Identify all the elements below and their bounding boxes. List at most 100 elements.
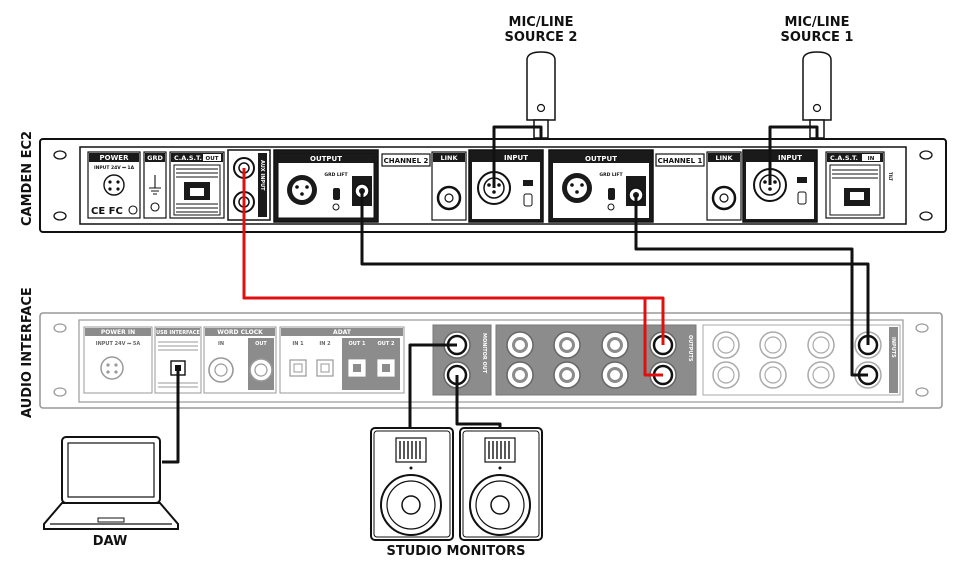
studio-monitor-right: [459, 427, 543, 541]
interface-adat-section: ADAT IN 1 IN 2 OUT 1 OUT 2: [279, 326, 405, 394]
adat-out2-label: OUT 2: [378, 341, 395, 347]
cable-source1-to-ch1-input: [768, 125, 819, 185]
source2-label-line2: SOURCE 2: [505, 30, 578, 45]
ec2-ch2-input-title: INPUT: [504, 154, 528, 162]
daw-label: DAW: [93, 534, 128, 549]
mic-line-source-2: MIC/LINE SOURCE 2: [505, 15, 578, 139]
ec2-cast-in-title: C.A.S.T.: [830, 154, 858, 162]
interface-outputs-section: OUTPUTS: [495, 324, 697, 396]
ec2-ch2-output-title: OUTPUT: [310, 155, 342, 163]
ec2-ground-section: GRD: [143, 151, 167, 219]
interface-rack-hole-icon: [915, 323, 929, 333]
ec2-tilt-label-2: TILT: [888, 172, 893, 181]
camden-ec2-rack: POWER INPUT 24V ⎓ 1A CE FC GRD C.A.S.T. …: [39, 138, 947, 233]
ec2-ch1-input-title: INPUT: [778, 154, 802, 162]
cable-ch1-output-to-interface-input: [634, 195, 868, 377]
ec2-ground-screw-icon: [150, 202, 160, 212]
interface-rack-hole-icon: [915, 387, 929, 397]
cable-monitor-out-left: [408, 343, 457, 433]
source1-screw-icon: [812, 103, 822, 113]
ground-icon: [149, 175, 161, 195]
ec2-ch1-link-title: LINK: [715, 154, 733, 162]
adat-in1-label: IN 1: [292, 341, 304, 347]
ec2-grd-title: GRD: [147, 154, 163, 162]
wc-out-label: OUT: [255, 341, 267, 347]
ec2-cast-in-ethernet-port-icon: [829, 164, 881, 216]
tweeter-icon: [484, 437, 516, 463]
interface-power-spec: INPUT 24V ⎓ 5A: [96, 341, 141, 347]
ec2-power-section: POWER INPUT 24V ⎓ 1A CE FC: [87, 151, 141, 219]
ec2-ch1-input-section: INPUT: [742, 149, 818, 223]
cables: [162, 125, 870, 464]
interface-word-clock-title: WORD CLOCK: [217, 329, 263, 336]
ec2-ch2-output-section: OUTPUT GRD LIFT: [273, 149, 379, 223]
studio-monitors-label: STUDIO MONITORS: [387, 544, 526, 559]
audio-interface-rack: POWER IN INPUT 24V ⎓ 5A USB INTERFACE WO…: [39, 312, 943, 409]
ec2-power-title: POWER: [100, 154, 130, 162]
inputs-label: INPUTS: [890, 337, 896, 358]
mic-line-source-1: MIC/LINE SOURCE 1: [781, 15, 854, 139]
ec2-cast-out-badge: OUT: [206, 156, 219, 162]
source2-body: [526, 51, 556, 121]
ec2-aux-input-label: AUX INPUT: [259, 160, 265, 191]
outputs-label: OUTPUTS: [687, 335, 693, 362]
interface-adat-title: ADAT: [333, 329, 352, 336]
source2-label-line1: MIC/LINE: [509, 15, 574, 30]
interface-power-title: POWER IN: [101, 329, 135, 336]
ec2-channel2-label: CHANNEL 2: [384, 157, 429, 165]
ec2-channel1-label: CHANNEL 1: [658, 157, 703, 165]
ec2-cast-in-section: C.A.S.T. IN TILT: [825, 151, 893, 219]
audio-interface-label: AUDIO INTERFACE: [20, 287, 35, 418]
interface-rack-hole-icon: [53, 323, 67, 333]
ec2-power-connector-icon: [103, 174, 125, 196]
daw-laptop: DAW: [43, 436, 179, 549]
cable-source2-to-ch2-input: [492, 125, 543, 188]
ch2-grd-lift-switch: [333, 188, 340, 200]
laptop-keyboard-icon: [43, 502, 179, 530]
interface-word-clock-section: WORD CLOCK IN OUT: [203, 326, 277, 394]
ec2-rack-hole-icon: [919, 150, 933, 160]
interface-monitor-out-section: MONITOR OUT: [432, 324, 492, 396]
monitor-out-label: MONITOR OUT: [481, 333, 487, 374]
ec2-aux-input-section: AUX INPUT: [227, 149, 271, 221]
interface-power-connector-icon: [100, 356, 124, 380]
output-jacks: [506, 331, 677, 389]
ec2-cast-out-section: C.A.S.T. OUT TILT: [169, 151, 232, 219]
adat-in2-label: IN 2: [319, 341, 331, 347]
wc-in-label: IN: [218, 341, 224, 347]
ec2-cast-out-title: C.A.S.T.: [174, 154, 202, 162]
ec2-recycle-icon: [128, 205, 138, 215]
tweeter-icon: [395, 437, 427, 463]
cable-interface-output-to-aux-input-2: [242, 202, 663, 377]
ec2-ch2-grd-lift: GRD LIFT: [324, 172, 348, 178]
interface-power-section: POWER IN INPUT 24V ⎓ 5A: [83, 326, 153, 394]
ec2-ch2-link-section: LINK: [431, 151, 467, 221]
ec2-ch1-grd-lift: GRD LIFT: [599, 172, 623, 178]
ec2-ch2-input-section: INPUT: [468, 149, 544, 223]
source1-label-line2: SOURCE 1: [781, 30, 854, 45]
ec2-cast-out-ethernet-port-icon: [173, 164, 221, 216]
studio-monitor-left: [370, 427, 454, 541]
source1-label-line1: MIC/LINE: [785, 15, 850, 30]
adat-out1-label: OUT 1: [349, 341, 366, 347]
ec2-ch1-link-section: LINK: [706, 151, 742, 221]
ec2-power-input: INPUT 24V ⎓ 1A: [94, 165, 135, 171]
ec2-ce-fcc-mark: CE FC: [91, 206, 123, 217]
interface-usb-title: USB INTERFACE: [156, 330, 200, 336]
ec2-rack-hole-icon: [919, 211, 933, 221]
source2-screw-icon: [536, 103, 546, 113]
ec2-rack-hole-icon: [53, 150, 67, 160]
ch1-grd-lift-switch: [608, 188, 615, 200]
source1-body: [802, 51, 832, 121]
ec2-cast-in-badge: IN: [868, 156, 875, 162]
cable-ch2-output-to-interface-input: [360, 191, 870, 345]
ec2-ch1-output-title: OUTPUT: [585, 155, 617, 163]
input-jacks: [712, 331, 882, 389]
interface-rack-hole-icon: [53, 387, 67, 397]
interface-inputs-section: INPUTS: [702, 324, 901, 396]
ec2-rack-hole-icon: [53, 211, 67, 221]
cable-usb-to-daw: [162, 368, 180, 464]
camden-ec2-label: CAMDEN EC2: [20, 131, 35, 226]
ec2-ch2-link-title: LINK: [440, 154, 458, 162]
